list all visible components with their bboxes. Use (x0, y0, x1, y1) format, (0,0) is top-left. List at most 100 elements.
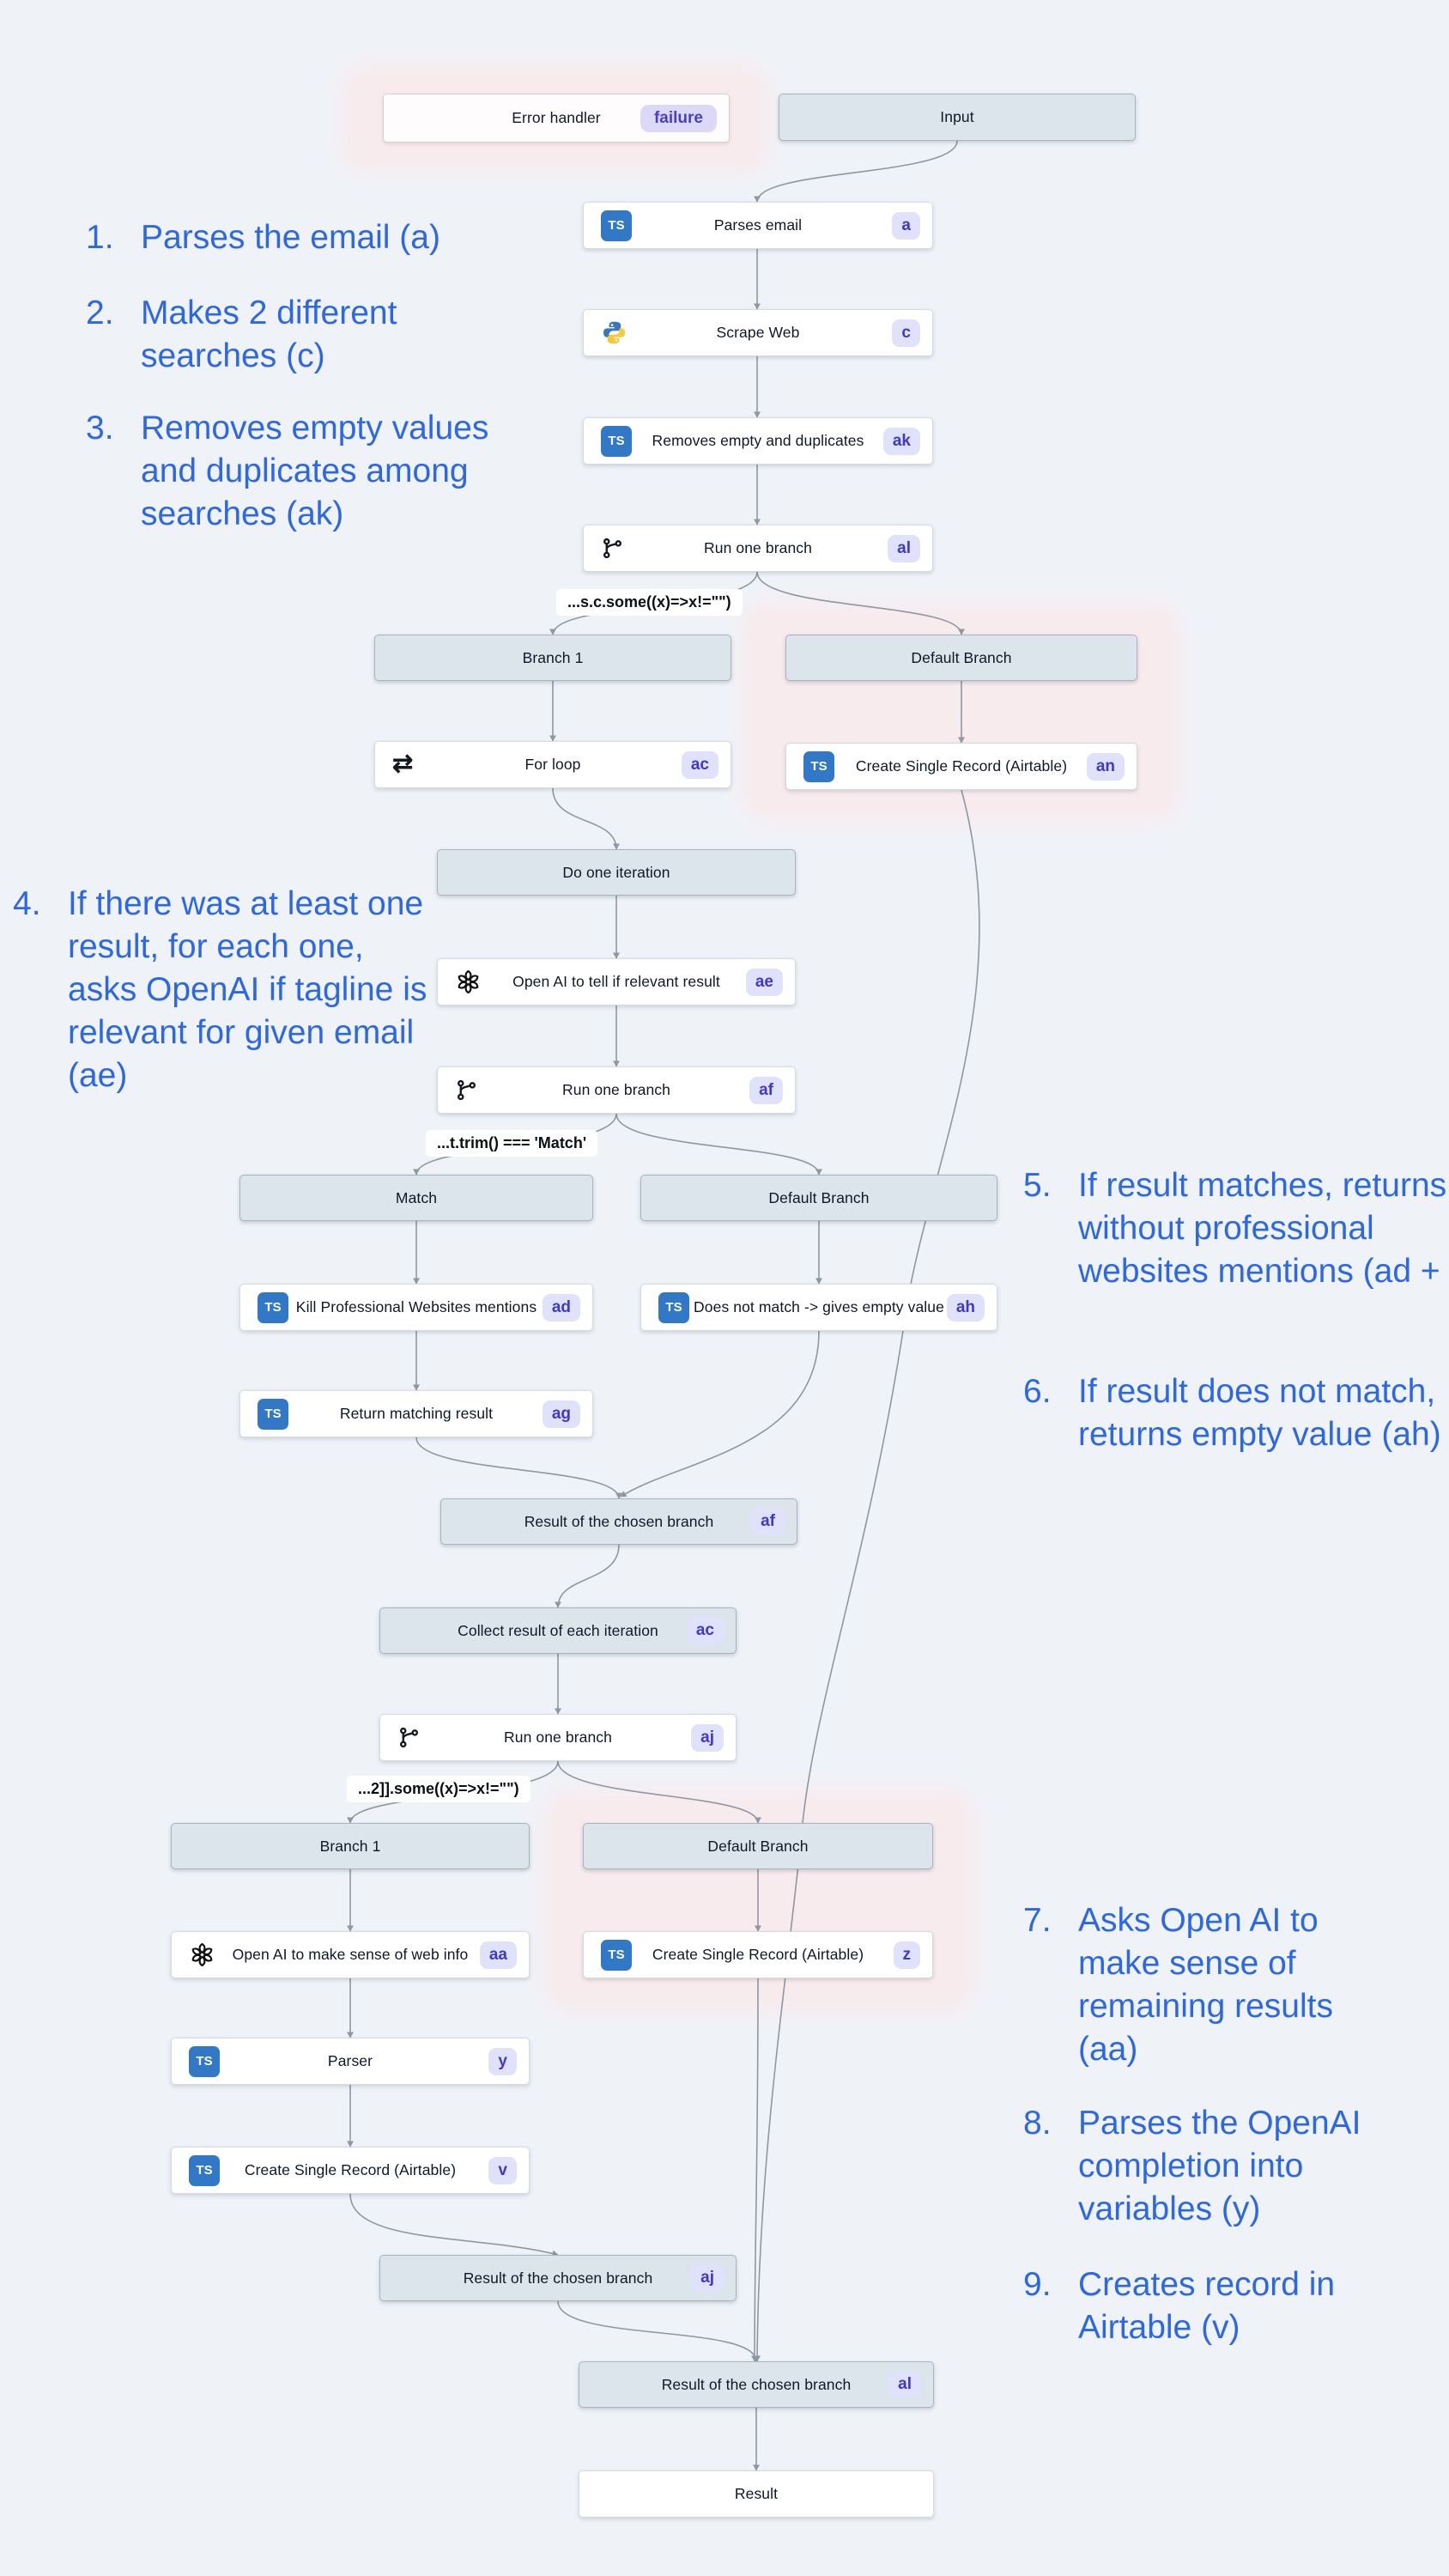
node-label: Result of the chosen branch (463, 2269, 653, 2287)
edge-0 (754, 140, 958, 203)
annotation-number: 2. (86, 295, 114, 331)
node-badge: ac (686, 1617, 724, 1644)
annotation-1: 1. Parses the email (a) (86, 216, 587, 259)
edge-5 (756, 571, 965, 635)
node-label: Kill Professional Websites mentions (295, 1298, 537, 1315)
node-match[interactable]: Match (239, 1175, 593, 1221)
annotation-number: 4. (13, 885, 41, 922)
annotation-text: If result matches, returns it without pr… (1078, 1167, 1449, 1290)
edge-12 (615, 1113, 822, 1176)
node-label: Parser (327, 2052, 373, 2069)
typescript-icon: TS (601, 1939, 632, 1971)
node-default-branch-2[interactable]: Default Branch (640, 1175, 997, 1221)
node-default-branch-1[interactable]: Default Branch (785, 635, 1137, 681)
edge-17 (620, 1330, 820, 1498)
edge-28 (751, 1978, 759, 2362)
annotation-text: If result does not match, returns empty … (1078, 1373, 1441, 1453)
typescript-icon: TS (189, 2154, 220, 2186)
node-branch-1b[interactable]: Branch 1 (171, 1823, 530, 1869)
typescript-icon: TS (658, 1291, 689, 1323)
node-label: Collect result of each iteration (458, 1621, 658, 1639)
branch-icon (455, 1078, 478, 1102)
node-badge: ae (745, 968, 783, 996)
condition-cond-al: ...s.c.some((x)=>x!="") (556, 589, 743, 616)
annotation-text: Parses the email (a) (141, 219, 440, 256)
node-badge: ad (542, 1293, 580, 1321)
node-badge: an (1086, 752, 1125, 781)
node-badge: al (888, 2371, 921, 2398)
branch-icon (601, 537, 624, 560)
annotation-number: 1. (86, 219, 114, 256)
typescript-icon: TS (258, 1291, 288, 1323)
node-default-branch-2b[interactable]: Default Branch (583, 1823, 933, 1869)
node-result[interactable]: Result (579, 2470, 934, 2518)
annotation-5: 5. If result matches, returns it without … (1023, 1164, 1449, 1293)
typescript-icon: TS (803, 750, 834, 782)
node-label: Run one branch (504, 1728, 612, 1746)
annotation-6: 6.If result does not match, returns empt… (1023, 1370, 1449, 1456)
annotation-text: Makes 2 different searches (c) (141, 295, 397, 374)
node-badge: c (892, 319, 920, 347)
node-label: Do one iteration (562, 863, 670, 881)
node-create-single-record-z[interactable]: TS Create Single Record (Airtable) z (583, 1931, 933, 1978)
edge-29 (754, 789, 980, 2362)
annotation-text: Parses the OpenAI completion into variab… (1078, 2105, 1361, 2227)
edge-18 (555, 1544, 620, 1608)
annotation-text: Removes empty values and duplicates amon… (141, 410, 489, 532)
node-badge: z (893, 1941, 920, 1969)
node-branch-1[interactable]: Branch 1 (374, 635, 731, 681)
node-badge: failure (640, 104, 717, 132)
typescript-icon: TS (601, 210, 632, 241)
edge-8 (552, 787, 620, 850)
edge-16 (415, 1437, 622, 1499)
annotation-text: Creates record in Airtable (v) (1078, 2266, 1336, 2346)
edge-26 (349, 2193, 559, 2257)
annotation-number: 8. (1023, 2105, 1052, 2142)
node-badge: ak (882, 427, 920, 455)
node-label: For loop (524, 756, 581, 773)
node-label: Parses email (713, 216, 803, 234)
node-collect-result-iteration[interactable]: Collect result of each iteration ac (379, 1607, 737, 1654)
edge-21 (557, 1760, 761, 1824)
node-badge: aa (479, 1941, 517, 1969)
node-kill-professional-websites[interactable]: TS Kill Professional Websites mentions ad (239, 1284, 593, 1331)
annotation-3: 3.Removes empty values and duplicates am… (86, 407, 527, 536)
branch-icon (397, 1726, 421, 1749)
node-create-single-record-an[interactable]: TS Create Single Record (Airtable) an (785, 743, 1137, 790)
node-label: Create Single Record (Airtable) (855, 757, 1068, 775)
node-badge: y (488, 2047, 517, 2075)
node-label: Removes empty and duplicates (652, 432, 864, 449)
annotation-number: 5. (1023, 1167, 1052, 1204)
typescript-icon: TS (258, 1398, 288, 1430)
node-label: Create Single Record (Airtable) (652, 1946, 864, 1963)
node-input[interactable]: Input (779, 94, 1136, 141)
annotation-number: 9. (1023, 2266, 1052, 2303)
node-label: Branch 1 (319, 1837, 381, 1855)
node-label: Branch 1 (522, 648, 584, 666)
annotation-8: 8. Parses the OpenAI completion into vari… (1023, 2102, 1422, 2231)
node-do-one-iteration[interactable]: Do one iteration (437, 849, 796, 896)
node-badge: af (749, 1076, 783, 1104)
annotation-7: 7.Asks Open AI to make sense of remainin… (1023, 1899, 1379, 2071)
node-label: Does not match -> gives empty value (694, 1298, 944, 1315)
node-label: Create Single Record (Airtable) (244, 2161, 457, 2178)
